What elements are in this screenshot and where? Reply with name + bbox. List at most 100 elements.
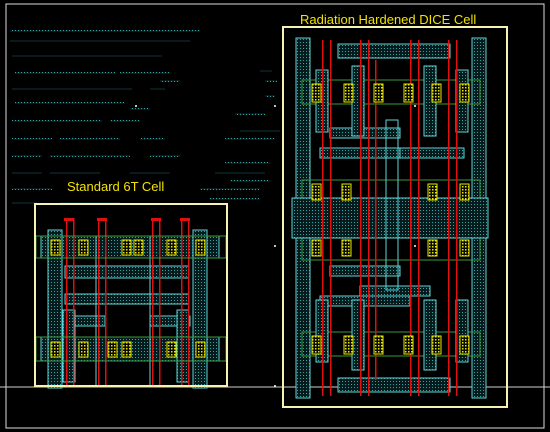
contact [427, 183, 438, 201]
marker-dot [274, 105, 276, 107]
metal-band-mid [291, 197, 489, 239]
contact [107, 341, 118, 358]
poly-cap [64, 218, 74, 221]
debris-line [60, 138, 120, 140]
contact [121, 239, 132, 256]
poly-line [418, 40, 420, 396]
debris-line [12, 88, 132, 90]
contact [343, 83, 354, 103]
debris-line [12, 172, 42, 174]
contact [459, 83, 470, 103]
contact [311, 335, 322, 355]
poly-line [159, 218, 161, 386]
metal-vertical [385, 119, 399, 291]
poly-line [456, 40, 458, 396]
metal-vertical [176, 309, 190, 383]
debris-line [235, 113, 265, 115]
debris-line [230, 180, 270, 182]
debris-line [140, 138, 165, 140]
gate-outline [301, 79, 481, 105]
dice-label: Radiation Hardened DICE Cell [300, 12, 476, 27]
metal-bar [319, 295, 411, 307]
six-t-cell-box [34, 203, 228, 387]
poly-line [98, 218, 100, 386]
contact [166, 341, 177, 358]
debris-line [15, 72, 115, 74]
debris-line [12, 155, 42, 157]
poly-cap [151, 218, 161, 221]
contact [311, 239, 322, 257]
poly-cap [97, 218, 107, 221]
contact [341, 239, 352, 257]
poly-cap [180, 218, 190, 221]
contact [403, 83, 414, 103]
contact [50, 239, 61, 256]
contact [403, 335, 414, 355]
debris-line [10, 30, 200, 32]
contact [195, 341, 206, 358]
contact [427, 239, 438, 257]
marker-dot [274, 385, 276, 387]
contact [459, 335, 470, 355]
poly-line [105, 218, 107, 386]
debris-line [12, 202, 37, 204]
debris-line [10, 40, 190, 42]
poly-line [152, 218, 154, 386]
dice-cell-box [282, 26, 508, 408]
debris-line [210, 198, 260, 200]
debris-line [12, 55, 162, 57]
background-debris [10, 30, 280, 204]
contact [431, 83, 442, 103]
contact [459, 239, 470, 257]
metal-bar [329, 265, 401, 277]
marker-dot [135, 105, 137, 107]
poly-line [73, 218, 75, 386]
debris-line [15, 102, 125, 104]
metal-strip-bottom [337, 377, 451, 393]
contact [50, 341, 61, 358]
contact [78, 341, 89, 358]
metal-vertical [351, 65, 365, 137]
debris-line [160, 80, 180, 82]
debris-line [260, 70, 272, 72]
debris-line [150, 88, 165, 90]
contact [121, 341, 132, 358]
debris-line [240, 130, 280, 132]
gate-outline [301, 331, 481, 357]
poly-line [66, 218, 68, 386]
metal-bar [64, 293, 190, 305]
contact [166, 239, 177, 256]
debris-line [215, 172, 265, 174]
debris-line [12, 120, 102, 122]
marker-dot [414, 105, 416, 107]
six-transistor-cell [35, 218, 227, 389]
debris-line [12, 138, 52, 140]
debris-line [265, 80, 277, 82]
contact [195, 239, 206, 256]
debris-line [110, 120, 140, 122]
poly-line [448, 40, 450, 396]
debris-line [130, 172, 170, 174]
metal-bar [399, 147, 465, 159]
poly-line [368, 40, 370, 396]
poly-line [188, 218, 190, 386]
debris-line [120, 72, 170, 74]
poly-line [330, 40, 332, 396]
debris-line [130, 108, 150, 110]
six-t-label: Standard 6T Cell [67, 179, 164, 194]
frame [5, 3, 545, 429]
contact [341, 183, 352, 201]
debris-line [265, 95, 275, 97]
debris-line [12, 188, 52, 190]
contact [459, 183, 470, 201]
contact [133, 239, 144, 256]
poly-line [181, 218, 183, 386]
metal-strip-top [337, 43, 451, 59]
contact [431, 335, 442, 355]
poly-line [410, 40, 412, 396]
debris-line [225, 162, 270, 164]
metal-vertical [351, 299, 365, 371]
marker-dot [414, 245, 416, 247]
marker-dot [274, 245, 276, 247]
dice-cell [291, 37, 489, 399]
